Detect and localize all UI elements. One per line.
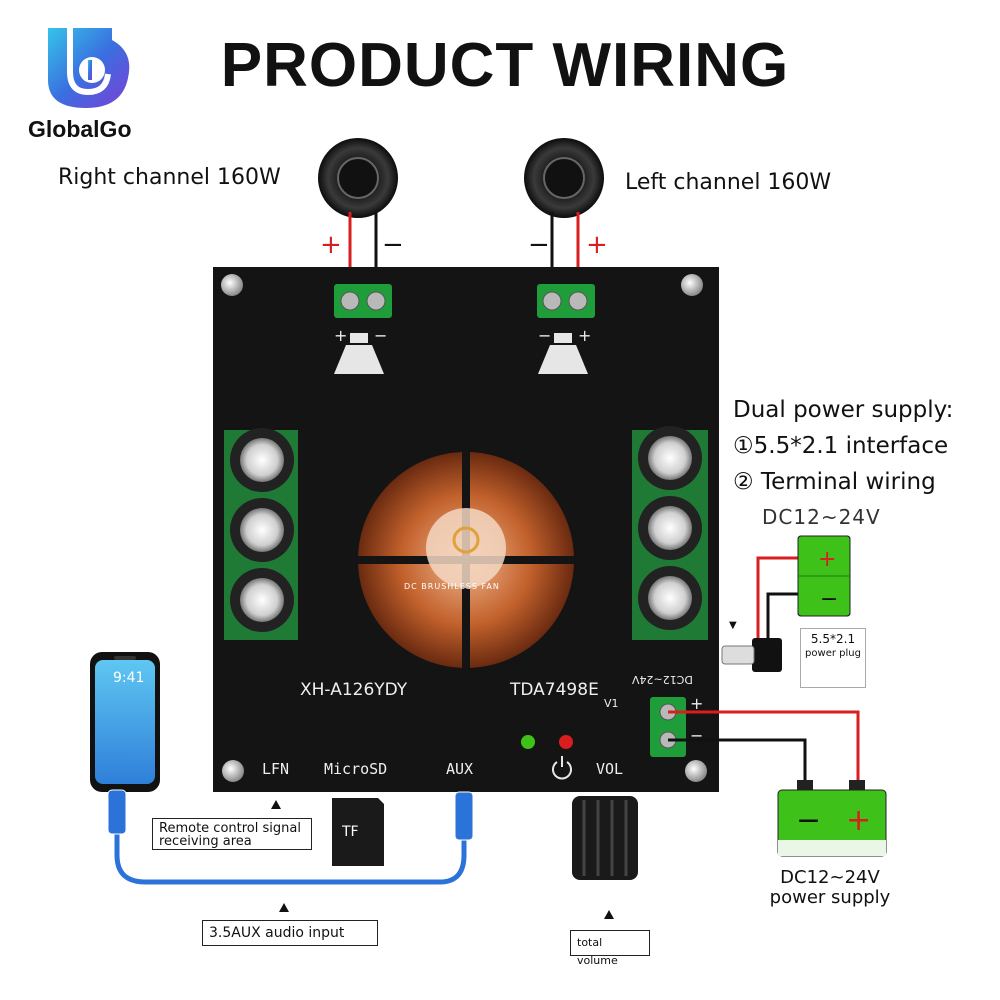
right-minus-label: −: [382, 230, 404, 260]
remote-arrow-icon: [271, 800, 281, 809]
external-power-wires: [668, 556, 860, 786]
plug-size: 5.5*2.1: [810, 632, 856, 646]
power-note-interface: ①5.5*2.1 interface: [733, 433, 949, 459]
volume-knob[interactable]: [572, 796, 638, 880]
aux-label: AUX: [446, 760, 474, 778]
svg-text:+: +: [846, 803, 871, 838]
terminal-battery-icon: + −: [797, 535, 851, 617]
lfn-label: LFN: [262, 760, 290, 778]
left-capacitors: [224, 428, 298, 640]
left-channel-label: Left channel 160W: [625, 170, 832, 195]
dc-plug-icon: [721, 638, 782, 672]
board-power-plus: +: [690, 694, 704, 713]
board-left-plus: +: [578, 326, 592, 345]
mounting-screws: [221, 274, 707, 782]
phone-icon: [90, 652, 160, 792]
plug-info-box: 5.5*2.1 power plug: [800, 628, 866, 688]
vol-label: VOL: [596, 760, 624, 778]
left-speaker-terminal: [537, 284, 595, 318]
left-speaker-symbol-icon: [538, 333, 588, 374]
supply-range: DC12~24V: [780, 867, 880, 888]
svg-text:−: −: [796, 803, 821, 838]
svg-text:−: −: [820, 587, 838, 612]
tf-card-label: TF: [342, 824, 359, 840]
board-right-plus: +: [334, 326, 348, 345]
fan-label: DC BRUSHLESS FAN: [404, 582, 500, 591]
board-right-minus: −: [374, 326, 388, 345]
phone-time: 9:41: [113, 670, 145, 686]
cooling-fan-icon: [358, 452, 574, 668]
board-power-minus: −: [690, 726, 704, 745]
svg-text:+: +: [818, 547, 836, 572]
supply-text: power supply: [769, 887, 891, 908]
power-icon: [552, 756, 572, 780]
red-led-icon: [559, 735, 573, 749]
power-supply-battery-icon: − +: [777, 780, 887, 857]
aux-arrow-icon: [279, 903, 289, 912]
board-model: XH-A126YDY: [300, 680, 408, 700]
volume-arrow-icon: [604, 910, 614, 919]
aux-input-callout: 3.5AUX audio input: [202, 920, 378, 946]
page-title: PRODUCT WIRING: [220, 31, 790, 100]
left-speaker-icon: [524, 138, 604, 218]
tf-card-icon: [332, 798, 384, 866]
aux-cable: [107, 789, 474, 885]
left-plus-label: +: [586, 230, 608, 260]
plug-arrow-icon: ▼: [729, 620, 737, 631]
microsd-label: MicroSD: [324, 760, 388, 778]
board-power-terminal: [650, 697, 686, 757]
green-led-icon: [521, 735, 535, 749]
power-note-terminal: ② Terminal wiring: [733, 469, 936, 495]
volume-callout: total volume: [570, 930, 650, 967]
right-speaker-terminal: [334, 284, 392, 318]
power-note-title: Dual power supply:: [733, 397, 954, 423]
right-channel-label: Right channel 160W: [58, 165, 281, 190]
board-dc-mark: DC12~24V: [632, 673, 693, 686]
plug-label: power plug: [805, 648, 861, 659]
brand-logo-icon: [48, 28, 130, 108]
board-chip: TDA7498E: [510, 680, 599, 700]
right-capacitors: [632, 426, 708, 640]
right-speaker-icon: [318, 138, 398, 218]
remote-callout: Remote control signal receiving area: [152, 818, 312, 850]
left-minus-label: −: [528, 230, 550, 260]
right-plus-label: +: [320, 230, 342, 260]
brand-name: GlobalGo: [28, 116, 132, 142]
board-version: V1: [604, 697, 619, 710]
supply-label: DC12~24V power supply: [760, 868, 900, 908]
board-left-minus: −: [538, 326, 552, 345]
dc-range-top: DC12~24V: [762, 505, 881, 529]
right-speaker-symbol-icon: [334, 333, 384, 374]
